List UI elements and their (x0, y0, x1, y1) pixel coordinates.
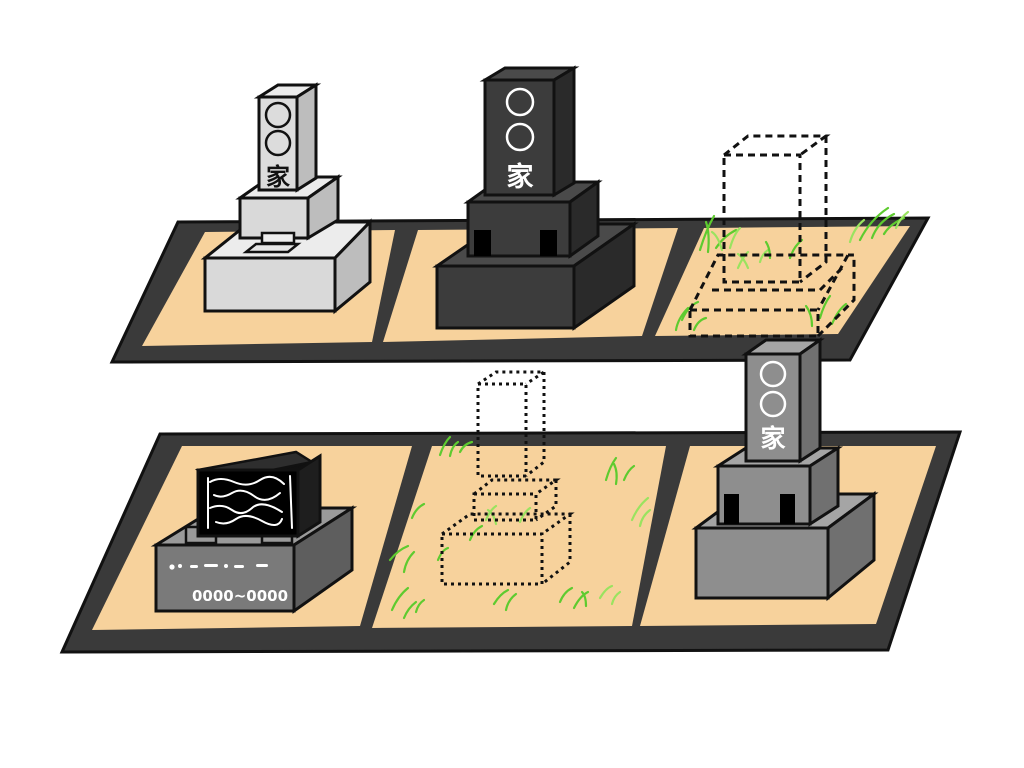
top-plot-2-grave: 家 (432, 65, 639, 331)
top-plot-2-inscription-kanji: 家 (507, 161, 534, 193)
bottom-plot-3-grave: 家 (691, 337, 879, 602)
top-plot-2-flower-vase-right (540, 230, 557, 256)
bottom-plot-1-epitaph-scribbles (207, 475, 293, 529)
bottom-plot-1-grave: 0000~0000 (150, 450, 358, 614)
top-plot-1-inscription-circle-2 (264, 129, 292, 157)
top-plot-2-inscription-circle-1 (505, 87, 535, 117)
top-plot-1-grave: 家 (200, 82, 374, 315)
bottom-plot-3-inscription-circle-2 (759, 390, 787, 418)
top-plot-2-inscription-circle-2 (505, 122, 535, 152)
bottom-plot-2-grass (388, 435, 652, 620)
bottom-plot-1-dates: 0000~0000 (192, 587, 288, 605)
top-plot-1-inscription-circle-1 (264, 101, 292, 129)
top-plot-1-inscription-kanji: 家 (266, 163, 290, 191)
top-plot-3-grass (674, 206, 910, 332)
top-plot-3-empty-grave (674, 134, 910, 338)
top-plot-2-flower-vase-left (474, 230, 491, 256)
bottom-plot-3-flower-vase-left (724, 494, 739, 524)
bottom-plot-3-inscription-kanji: 家 (760, 424, 785, 453)
bottom-plot-2-empty-grave (388, 370, 652, 620)
bottom-plot-3-inscription-circle-1 (759, 360, 787, 388)
bottom-plot-3-flower-vase-right (780, 494, 795, 524)
bottom-plot-1-base-engraving (169, 564, 268, 570)
